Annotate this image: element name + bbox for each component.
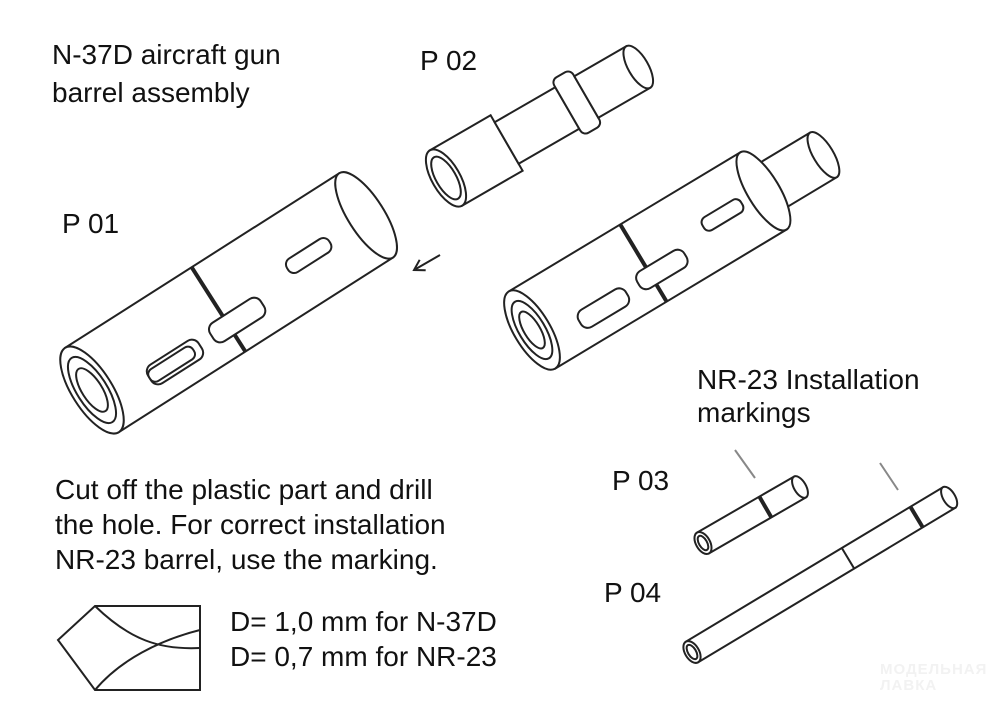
instruction-line-1: Cut off the plastic part and drill — [55, 474, 433, 505]
marking-pointer — [734, 449, 756, 479]
p02-part — [424, 44, 655, 208]
watermark-line-1: МОДЕЛЬНАЯ — [880, 661, 988, 678]
assembly-arrow-icon — [412, 254, 441, 272]
label-p03: P 03 — [612, 465, 670, 496]
markings-label-line-2: markings — [697, 397, 811, 428]
instruction-line-3: NR-23 barrel, use the marking. — [55, 544, 438, 575]
p03-barrel — [693, 475, 809, 555]
watermark-line-2: ЛАВКА — [880, 677, 938, 694]
watermark-logo: МОДЕЛЬНАЯ ЛАВКА — [880, 662, 987, 694]
drill-size-n37d: D= 1,0 mm for N-37D — [230, 606, 497, 637]
markings-label-line-1: NR-23 Installation — [697, 364, 920, 395]
assembled-barrel — [503, 131, 841, 371]
marking-pointer — [879, 462, 899, 491]
p04-barrel — [682, 485, 959, 664]
p01-barrel — [59, 171, 398, 435]
instruction-line-2: the hole. For correct installation — [55, 509, 446, 540]
drill-bit-icon — [56, 605, 201, 691]
title-line-2: barrel assembly — [52, 77, 250, 108]
title-line-1: N-37D aircraft gun — [52, 39, 281, 70]
label-p02: P 02 — [420, 45, 478, 76]
label-p01: P 01 — [62, 208, 120, 239]
label-p04: P 04 — [604, 577, 662, 608]
drill-size-nr23: D= 0,7 mm for NR-23 — [230, 641, 497, 672]
